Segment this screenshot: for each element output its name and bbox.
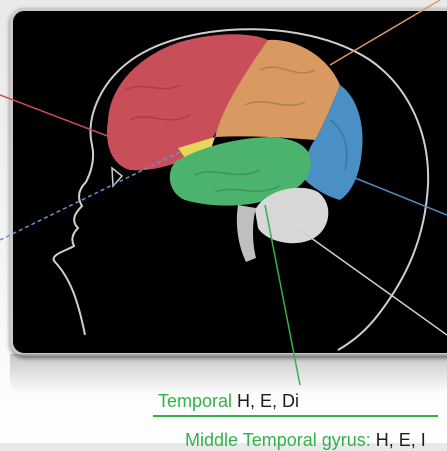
temporal-codes: H, E, Di: [232, 391, 299, 411]
temporal-lobe-name: Temporal: [158, 391, 232, 411]
insula-callout-line: [0, 152, 180, 240]
parietal-callout-line: [330, 0, 440, 65]
middle-temporal-name: Middle Temporal gyrus:: [185, 430, 371, 450]
middle-temporal-codes: H, E, I: [371, 430, 426, 450]
occipital-callout-line: [355, 178, 447, 215]
brain-stem: [237, 205, 256, 262]
head-eyebrow: [112, 168, 122, 186]
label-underline: [153, 415, 438, 417]
middle-temporal-label: Middle Temporal gyrus: H, E, I: [185, 430, 426, 451]
frontal-callout-line: [0, 95, 118, 140]
temporal-label: Temporal H, E, Di: [158, 391, 299, 412]
